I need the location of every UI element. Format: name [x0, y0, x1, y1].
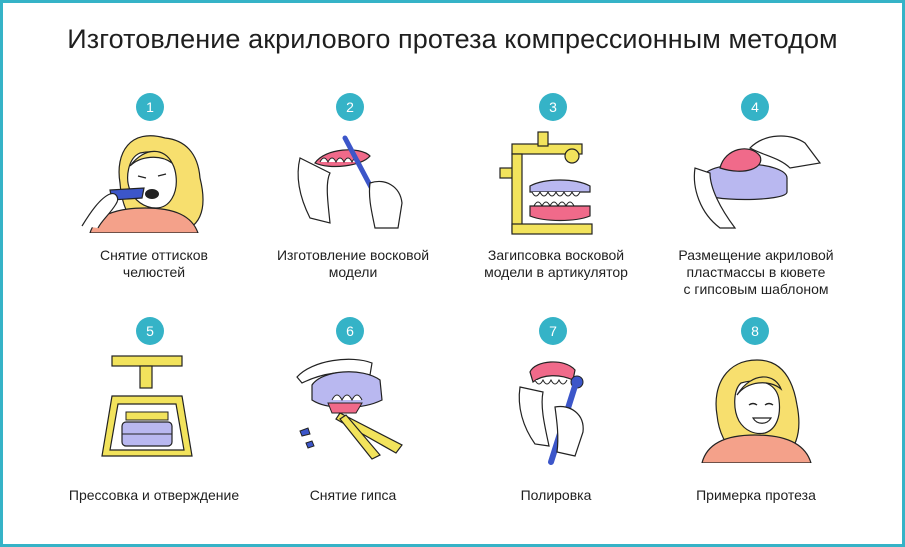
- step-caption: Размещение акриловой пластмассы в кювете…: [646, 247, 866, 298]
- caption-line: Размещение акриловой: [678, 247, 834, 263]
- step-number-badge: 4: [741, 93, 769, 121]
- wax-model-icon: [297, 135, 403, 229]
- step-number-badge: 7: [539, 317, 567, 345]
- caption-line: Загипсовка восковой: [487, 247, 625, 263]
- caption-line: Примерка протеза: [696, 487, 816, 503]
- caption-line: Снятие гипса: [309, 487, 397, 503]
- step-number-badge: 5: [136, 317, 164, 345]
- caption-line: Полировка: [520, 487, 592, 503]
- caption-line: модели: [328, 264, 378, 280]
- caption-line: пластмассы в кювете: [686, 264, 826, 280]
- polishing-icon: [518, 361, 584, 465]
- step-caption: Изготовление восковой модели: [243, 247, 463, 281]
- cuvette-icon: [693, 135, 822, 229]
- caption-line: Изготовление восковой: [276, 247, 430, 263]
- page-title: Изготовление акрилового протеза компресс…: [67, 24, 838, 54]
- step-number-badge: 6: [336, 317, 364, 345]
- step-caption: Полировка: [446, 487, 666, 504]
- step-number-badge: 8: [741, 317, 769, 345]
- step-caption: Снятие оттисков челюстей: [44, 247, 264, 281]
- step-caption: Загипсовка восковой модели в артикулятор: [446, 247, 666, 281]
- step-number-badge: 1: [136, 93, 164, 121]
- plaster-removal-icon: [296, 358, 403, 460]
- caption-line: Снятие оттисков: [100, 247, 208, 263]
- woman-impression-icon: [81, 135, 204, 233]
- step-caption: Прессовка и отверждение: [44, 487, 264, 504]
- caption-line: челюстей: [122, 264, 186, 280]
- caption-line: модели в артикулятор: [484, 264, 628, 280]
- woman-fitting-icon: [701, 359, 812, 463]
- articulator-icon: [499, 131, 593, 235]
- caption-line: Прессовка и отверждение: [68, 487, 240, 503]
- step-caption: Снятие гипса: [243, 487, 463, 504]
- caption-line: с гипсовым шаблоном: [683, 281, 829, 297]
- press-icon: [101, 355, 193, 457]
- step-number-badge: 2: [336, 93, 364, 121]
- step-number-badge: 3: [539, 93, 567, 121]
- step-caption: Примерка протеза: [646, 487, 866, 504]
